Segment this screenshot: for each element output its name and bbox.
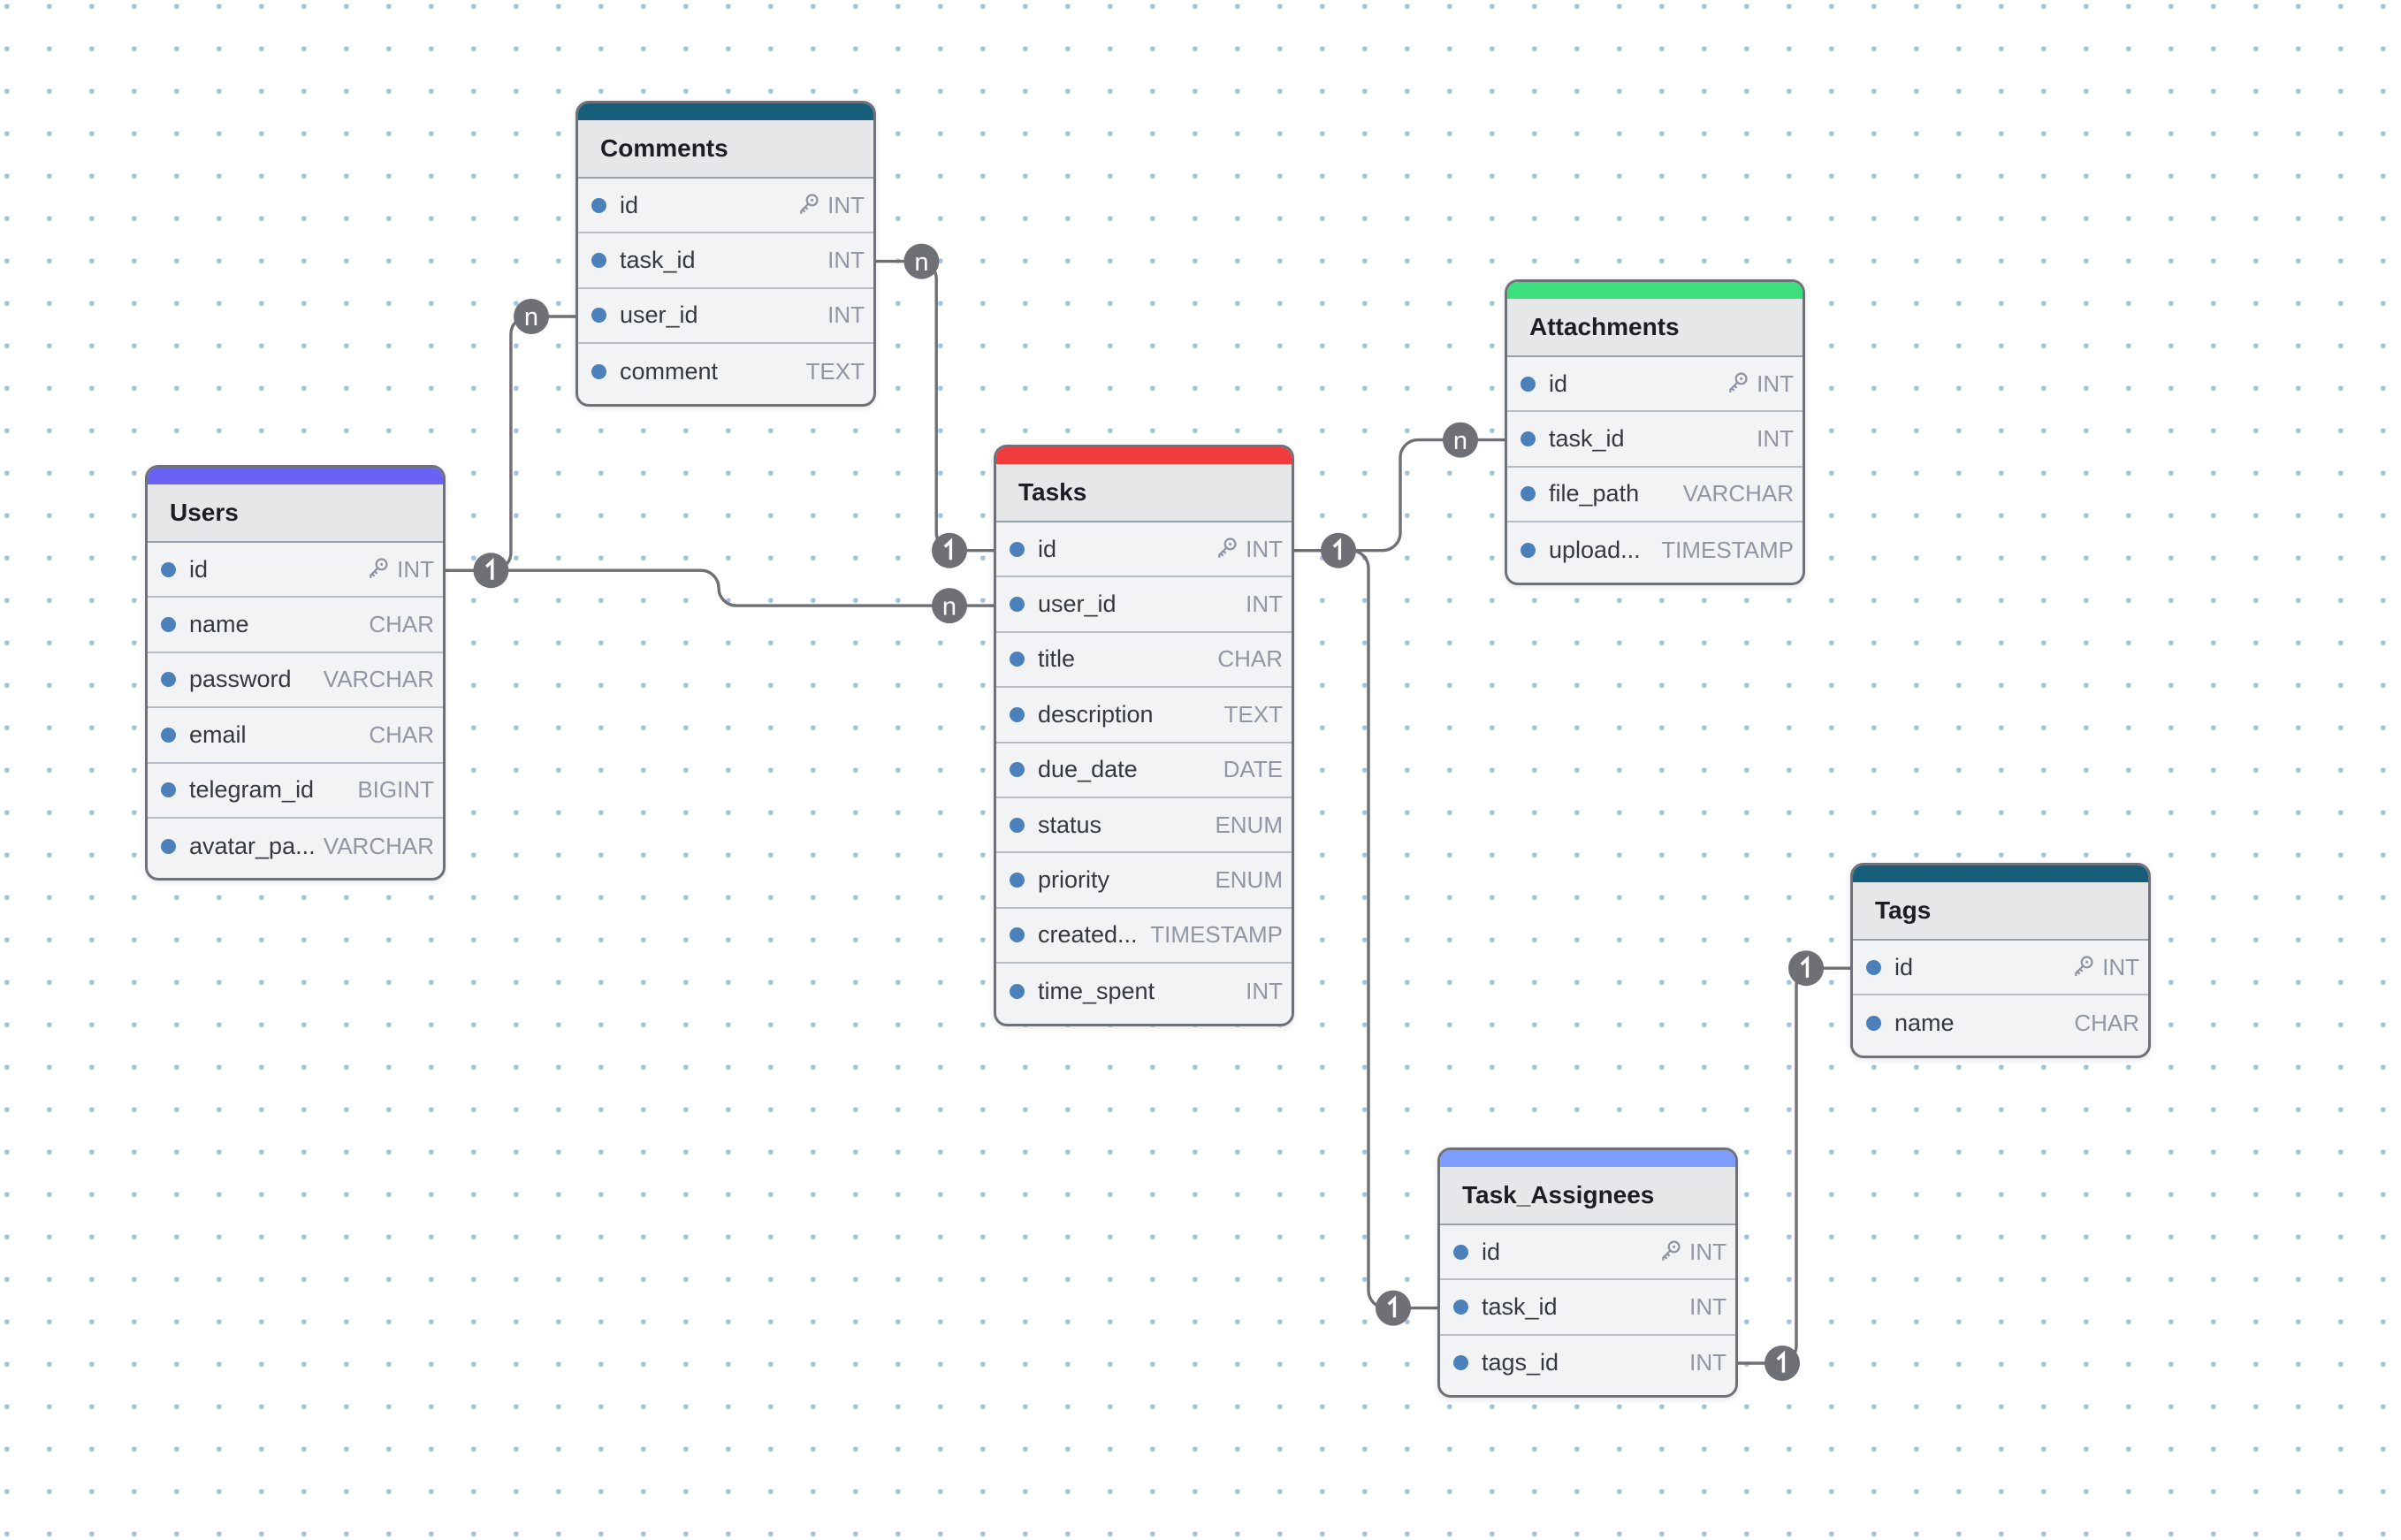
svg-text:n: n [942, 592, 957, 621]
svg-text:n: n [524, 303, 538, 332]
svg-text:n: n [1453, 427, 1467, 455]
svg-text:n: n [914, 248, 928, 277]
